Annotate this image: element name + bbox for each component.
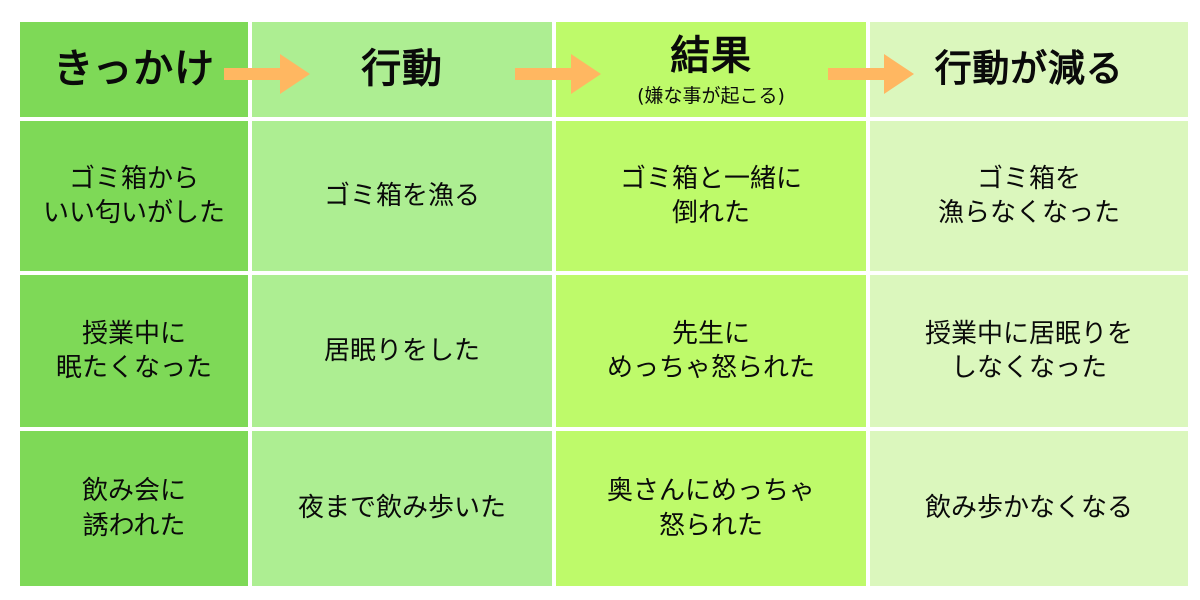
cell-line: ゴミ箱を漁る [323, 180, 480, 211]
table-row-3-consequence: 奥さんにめっちゃ 怒られた [556, 431, 866, 586]
cell-line: 眠たくなった [55, 353, 212, 383]
cell-line: 夜まで飲み歩いた [297, 493, 506, 524]
header-label-trigger: きっかけ [53, 46, 215, 93]
cell-line: いい匂いがした [42, 198, 225, 228]
abc-contingency-table: きっかけ 行動 結果 (嫌な事が起こる) 行動が減る ゴミ箱から いい匂いがした… [20, 22, 1188, 586]
header-label-behavior: 行動 [361, 46, 443, 93]
table-row-2-trigger: 授業中に 眠たくなった [20, 275, 248, 427]
table-row-3-behavior: 夜まで飲み歩いた [252, 431, 552, 586]
cell-line: 授業中に [81, 318, 186, 349]
header-cell-trigger: きっかけ [20, 22, 248, 117]
table-row-1-consequence: ゴミ箱と一緒に 倒れた [556, 121, 866, 271]
header-label-consequence: 結果 [670, 33, 752, 80]
cell-line: 漁らなくなった [937, 198, 1120, 228]
table-row-2-outcome: 授業中に居眠りを しなくなった [870, 275, 1188, 427]
cell-line: 授業中に居眠りを [924, 318, 1133, 349]
cell-line: しなくなった [950, 353, 1107, 383]
table-row-3-trigger: 飲み会に 誘われた [20, 431, 248, 586]
table-row-1-trigger: ゴミ箱から いい匂いがした [20, 121, 248, 271]
cell-line: ゴミ箱を [976, 163, 1081, 194]
cell-line: ゴミ箱から [68, 163, 199, 194]
cell-line: 先生に [671, 318, 750, 349]
header-cell-consequence: 結果 (嫌な事が起こる) [556, 22, 866, 117]
cell-line: 誘われた [82, 510, 186, 541]
cell-line: 居眠りをした [323, 335, 480, 366]
table-row-1-outcome: ゴミ箱を 漁らなくなった [870, 121, 1188, 271]
table-row-3-outcome: 飲み歩かなくなる [870, 431, 1188, 586]
header-cell-behavior: 行動 [252, 22, 552, 117]
cell-line: ゴミ箱と一緒に [619, 163, 802, 194]
header-sublabel-consequence: (嫌な事が起こる) [637, 84, 785, 107]
header-cell-outcome: 行動が減る [870, 22, 1188, 117]
table-row-2-behavior: 居眠りをした [252, 275, 552, 427]
cell-line: 奥さんにめっちゃ [606, 476, 815, 507]
cell-line: 倒れた [671, 198, 750, 228]
cell-line: めっちゃ怒られた [606, 353, 815, 383]
table-row-2-consequence: 先生に めっちゃ怒られた [556, 275, 866, 427]
header-label-outcome: 行動が減る [934, 47, 1124, 91]
cell-line: 怒られた [658, 510, 763, 541]
cell-line: 飲み会に [81, 476, 186, 507]
table-row-1-behavior: ゴミ箱を漁る [252, 121, 552, 271]
cell-line: 飲み歩かなくなる [924, 493, 1133, 524]
